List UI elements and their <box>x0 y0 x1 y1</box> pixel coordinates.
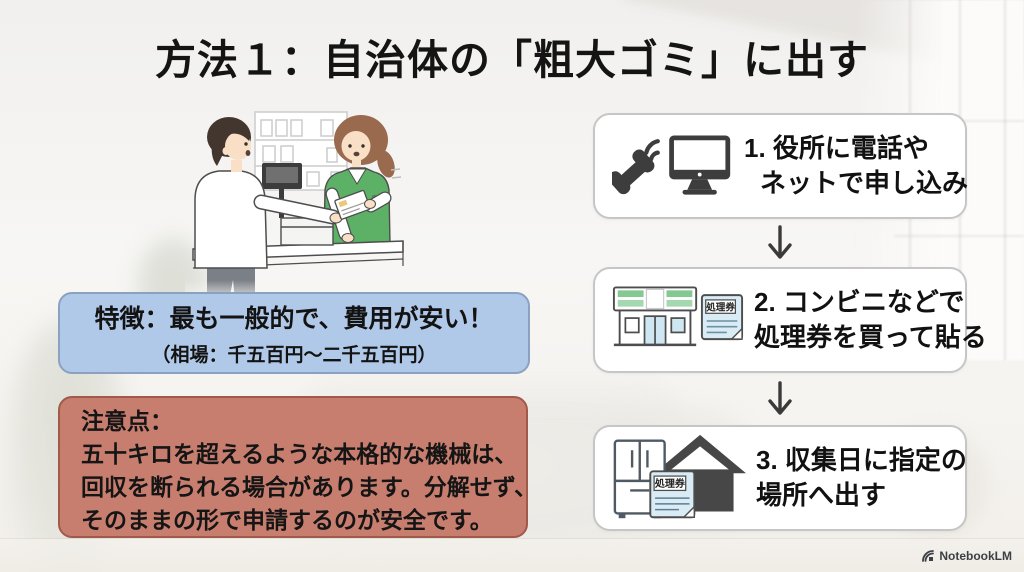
brand-watermark: NotebookLM <box>921 549 1012 563</box>
feature-line2: （相場：千五百円〜二千五百円） <box>151 345 437 366</box>
caution-line: 回収を断られる場合があります。分解せず、 <box>81 474 538 500</box>
convenience-store-icon <box>612 286 698 347</box>
feature-box: 特徴：最も一般的で、費用が安い！ （相場：千五百円〜二千五百円） <box>58 292 530 374</box>
step-3-card: 処理券 3. 収集日に指定の 場所へ出す <box>593 425 967 531</box>
caution-line: 五十キロを超えるような本格的な機械は、 <box>81 441 518 467</box>
caution-line: そのままの形で申請するのが安全です。 <box>81 507 493 533</box>
clerk-figure <box>323 115 402 245</box>
clerk-hand <box>364 199 376 209</box>
caution-box: 注意点： 五十キロを超えるような本格的な機械は、 回収を断られる場合があります。… <box>58 396 538 538</box>
page-title: 方法１：自治体の「粗大ゴミ」に出す <box>155 37 869 83</box>
phone-icon <box>612 139 660 195</box>
counter-scene-illustration <box>185 111 445 303</box>
step-3-icons: 処理券 <box>612 433 746 523</box>
floor-line <box>0 538 1024 539</box>
step-3-line2: 場所へ出す <box>756 480 887 510</box>
floor <box>0 539 1024 572</box>
step-2-card: 処理券 2. コンビニなどで 処理券を買って貼る <box>593 267 987 373</box>
disposal-ticket-icon: 処理券 <box>649 470 696 519</box>
svg-text:処理券: 処理券 <box>705 301 735 313</box>
svg-text:処理券: 処理券 <box>654 477 686 490</box>
step-2-line1: 2. コンビニなどで <box>754 287 965 317</box>
feature-line1: 特徴：最も一般的で、費用が安い！ <box>94 305 494 333</box>
brand-label: NotebookLM <box>939 549 1012 563</box>
step-1-card: 1. 役所に電話や ネットで申し込み <box>593 113 969 219</box>
step-3-line1: 3. 収集日に指定の <box>756 445 967 475</box>
down-arrow-icon <box>763 380 797 420</box>
step-2-icons: 処理券 <box>612 280 744 360</box>
caution-heading: 注意点： <box>81 408 173 434</box>
down-arrow-icon <box>763 224 797 264</box>
customer-figure <box>194 117 343 301</box>
clerk-hand <box>341 233 355 243</box>
step-1-line1: 1. 役所に電話や <box>744 133 929 163</box>
handover-ticket-icon <box>334 189 371 220</box>
step-2-line2: 処理券を買って貼る <box>754 322 987 352</box>
monitor-icon <box>669 135 731 195</box>
step-1-line2: ネットで申し込み <box>760 168 969 198</box>
notebooklm-logo-icon <box>922 550 935 562</box>
disposal-ticket-icon: 処理券 <box>700 294 744 341</box>
step-1-icons <box>612 130 734 202</box>
